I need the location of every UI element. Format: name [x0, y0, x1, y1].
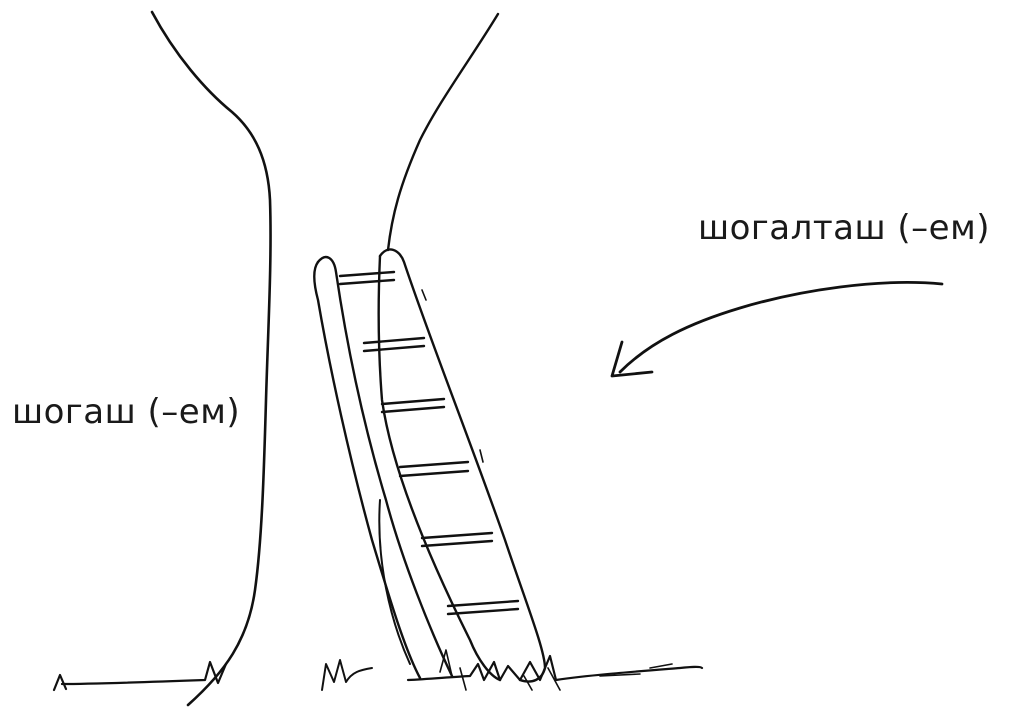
ladder [313, 248, 547, 683]
tree-trunk [150, 10, 500, 707]
ground-grass [52, 649, 704, 692]
tree-label: шогаш (–ем) [12, 392, 241, 432]
arrow-to-ladder [610, 281, 944, 378]
ladder-label: шогалташ (–ем) [698, 208, 990, 248]
